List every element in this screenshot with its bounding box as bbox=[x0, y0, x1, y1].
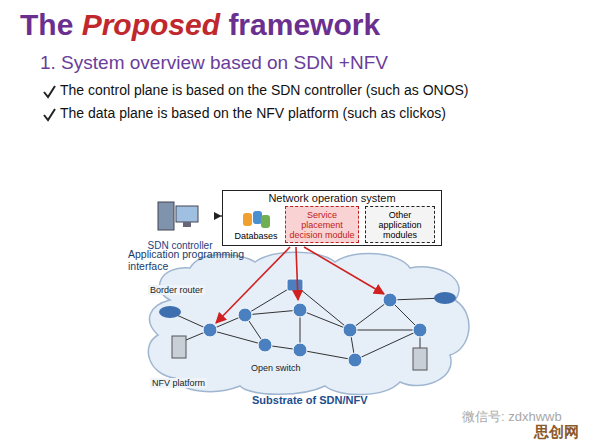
database-node: Databases bbox=[229, 209, 283, 244]
node-label: Databases bbox=[229, 230, 283, 242]
controller-node: SDN controller bbox=[140, 198, 220, 252]
database-cylinder bbox=[261, 215, 270, 228]
checkmark bbox=[44, 86, 55, 120]
module-box: Service placement decision module bbox=[285, 206, 359, 243]
network-links bbox=[170, 285, 445, 360]
platform-label: NFV platform bbox=[150, 378, 207, 388]
switch-label: Open switch bbox=[249, 363, 303, 373]
logo-text: 思创网 bbox=[534, 423, 579, 440]
router-label: Border router bbox=[148, 285, 205, 295]
bullet-text: The control plane is based on the SDN co… bbox=[60, 82, 469, 98]
section-heading: 1. System overview based on SDN +NFV bbox=[40, 52, 388, 74]
bullet-text: The data plane is based on the NFV platf… bbox=[60, 105, 446, 121]
box-heading: Network operation system bbox=[223, 191, 441, 205]
open-switch bbox=[203, 279, 427, 367]
network-cloud bbox=[148, 252, 469, 394]
slide-title: The Proposed framework bbox=[20, 8, 380, 43]
watermark: 微信号: zdxhwwb bbox=[462, 410, 562, 425]
title-word: Proposed bbox=[82, 8, 229, 41]
database-icon bbox=[241, 209, 271, 229]
database-cylinder bbox=[243, 213, 252, 226]
database-cylinder bbox=[253, 211, 262, 224]
node-label: Service placement decision module bbox=[286, 209, 358, 241]
node-label: Other application modules bbox=[366, 209, 434, 241]
interface-label: Application programming interface bbox=[128, 248, 250, 272]
system-box: Network operation systemDatabasesService… bbox=[222, 190, 442, 246]
title-word: The bbox=[20, 8, 82, 41]
border-router bbox=[159, 292, 456, 318]
substrate-label: Substrate of SDN/NFV bbox=[252, 394, 368, 407]
sdn-controller-icon bbox=[158, 202, 198, 230]
title-word: framework bbox=[228, 8, 380, 41]
module-box: Other application modules bbox=[365, 206, 435, 243]
